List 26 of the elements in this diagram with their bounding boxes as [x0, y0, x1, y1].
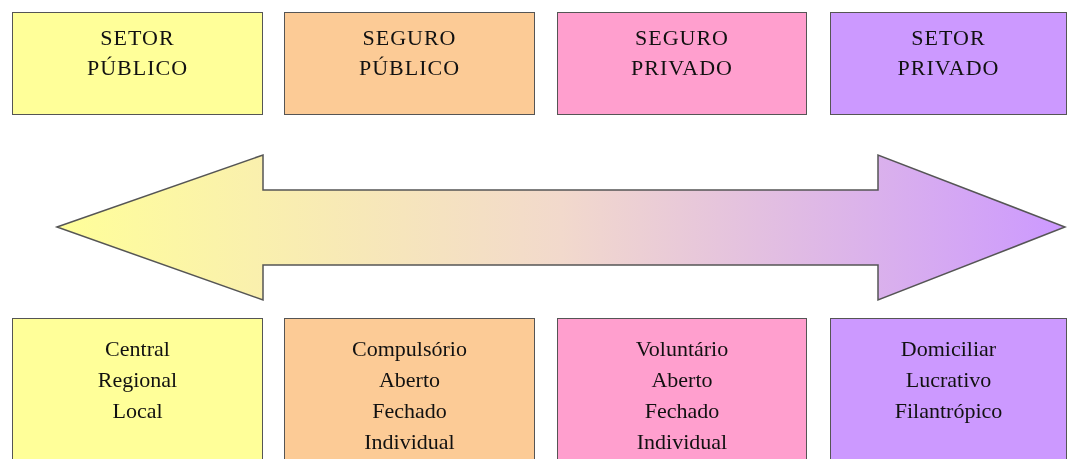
category-title: SEGURO PÚBLICO — [357, 24, 462, 82]
list-item: Aberto — [651, 366, 713, 394]
list-box — [557, 318, 807, 459]
list-item: Fechado — [372, 397, 447, 425]
list-item: Voluntário — [635, 335, 729, 363]
category-box — [284, 12, 535, 115]
list-item: Compulsório — [352, 335, 467, 363]
list-item: Individual — [364, 428, 455, 456]
category-title: SETOR PÚBLICO — [85, 24, 190, 82]
list-item: Regional — [97, 366, 178, 394]
list-item: Lucrativo — [905, 366, 992, 394]
list-box — [830, 318, 1067, 459]
category-title: SEGURO PRIVADO — [630, 24, 734, 82]
category-title: SETOR PRIVADO — [896, 24, 1001, 82]
list-item: Fechado — [644, 397, 720, 425]
category-box — [12, 12, 263, 115]
list-item: Central — [105, 335, 170, 363]
list-item: Local — [112, 397, 163, 425]
list-item: Aberto — [378, 366, 441, 394]
list-item: Filantrópico — [894, 397, 1003, 425]
list-box — [12, 318, 263, 459]
category-box — [830, 12, 1067, 115]
list-box — [284, 318, 535, 459]
list-item: Domiciliar — [900, 335, 997, 363]
list-item: Individual — [636, 428, 728, 456]
category-box — [557, 12, 807, 115]
